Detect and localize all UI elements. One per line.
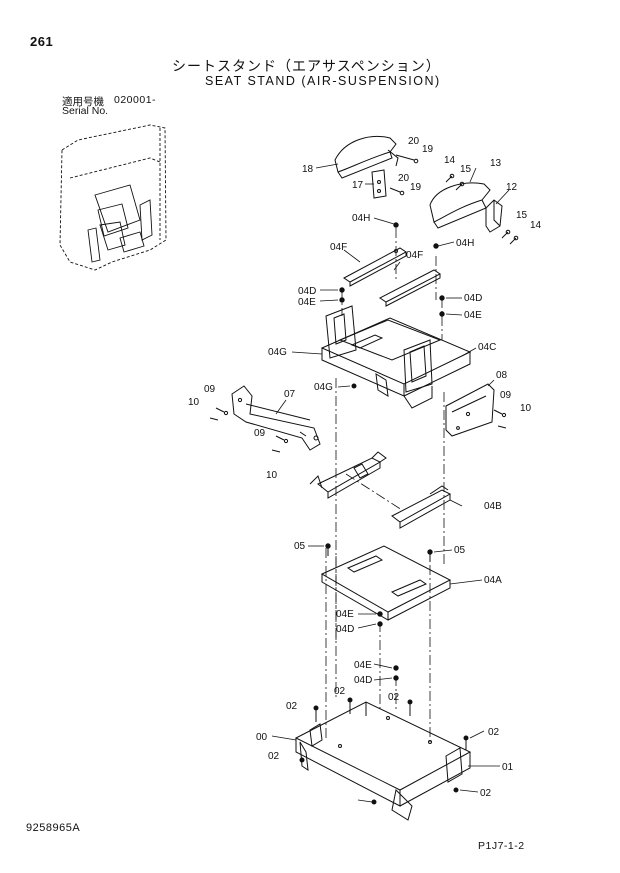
- callout-label: 04A: [484, 575, 502, 586]
- callout-label: 04F: [330, 242, 347, 253]
- callout-label: 04G: [268, 347, 287, 358]
- serial-label-english: Serial No.: [62, 105, 109, 117]
- callout-label: 13: [490, 158, 502, 169]
- callout-label: 04D: [354, 675, 372, 686]
- callout-label: 04G: [314, 382, 333, 393]
- callout-label: 02: [286, 701, 298, 712]
- armrest-right: [429, 182, 491, 229]
- callout-label: 04H: [456, 238, 474, 249]
- callout-label: 04F: [406, 250, 423, 261]
- callout-label: 19: [422, 144, 434, 155]
- armrest-left: [334, 135, 399, 179]
- callout-label: 20: [408, 136, 420, 147]
- callout-label: 02: [480, 788, 492, 799]
- callout-label: 07: [284, 389, 296, 400]
- callout-label: 08: [496, 370, 508, 381]
- screws-09-10: [209, 407, 507, 453]
- bolts-05: [325, 543, 433, 562]
- page-number: 261: [30, 34, 54, 49]
- callout-label: 04E: [336, 609, 354, 620]
- callout-label: 02: [488, 727, 500, 738]
- callout-label: 20: [398, 173, 410, 184]
- bolts-02: [299, 697, 469, 805]
- callout-label: 09: [500, 390, 512, 401]
- page-reference: P1J7-1-2: [478, 840, 525, 852]
- callout-label: 02: [334, 686, 346, 697]
- callout-label: 01: [502, 762, 514, 773]
- callout-label: 14: [444, 155, 456, 166]
- bracket-07: [231, 385, 321, 451]
- callout-labels: 18 20 19 17 20 19 14 15 13 12 15 14 04H …: [188, 136, 542, 799]
- rail-04f-right: [379, 269, 441, 307]
- callout-label: 02: [268, 751, 280, 762]
- hardware-04d-04e: [339, 222, 445, 681]
- callout-label: 15: [516, 210, 528, 221]
- callout-label: 14: [530, 220, 542, 231]
- callout-label: 00: [256, 732, 268, 743]
- title-english: SEAT STAND (AIR-SUSPENSION): [205, 74, 441, 88]
- callout-label: 04C: [478, 342, 496, 353]
- callout-label: 12: [506, 182, 518, 193]
- callout-label: 10: [266, 470, 278, 481]
- serial-number: 020001-: [114, 94, 157, 106]
- callout-label: 19: [410, 182, 422, 193]
- serial-label-japanese: 適用号機: [62, 96, 104, 108]
- drawing-number: 9258965A: [26, 822, 81, 834]
- callout-label: 02: [388, 692, 400, 703]
- callout-label: 04H: [352, 213, 370, 224]
- callout-label: 09: [204, 384, 216, 395]
- plate-04a: [320, 545, 452, 621]
- callout-label: 18: [302, 164, 314, 175]
- bracket-08: [445, 383, 495, 437]
- callout-label: 09: [254, 428, 266, 439]
- alignment-lines: [325, 228, 445, 745]
- bracket-12: [485, 199, 503, 233]
- callout-label: 04E: [464, 310, 482, 321]
- callout-label: 04D: [336, 624, 354, 635]
- title-japanese: シートスタンド（エアサスペンション）: [172, 58, 441, 74]
- screws-14-15: [445, 173, 519, 245]
- bracket-17: [371, 169, 387, 199]
- callout-label: 17: [352, 180, 364, 191]
- callout-label: 10: [188, 397, 200, 408]
- callout-label: 05: [454, 545, 466, 556]
- callout-label: 05: [294, 541, 306, 552]
- callout-label: 04B: [484, 501, 502, 512]
- slide-rails-04b: [309, 451, 452, 529]
- callout-label: 10: [520, 403, 532, 414]
- seat-stand-04c: [320, 305, 472, 409]
- callout-label: 15: [460, 164, 472, 175]
- callout-label: 04E: [354, 660, 372, 671]
- screws-19-20: [389, 154, 419, 196]
- base-frame: [294, 701, 472, 821]
- callout-label: 04D: [298, 286, 316, 297]
- callout-label: 04D: [464, 293, 482, 304]
- leader-lines: [271, 163, 510, 803]
- cab-thumbnail: [59, 124, 167, 271]
- callout-label: 04E: [298, 297, 316, 308]
